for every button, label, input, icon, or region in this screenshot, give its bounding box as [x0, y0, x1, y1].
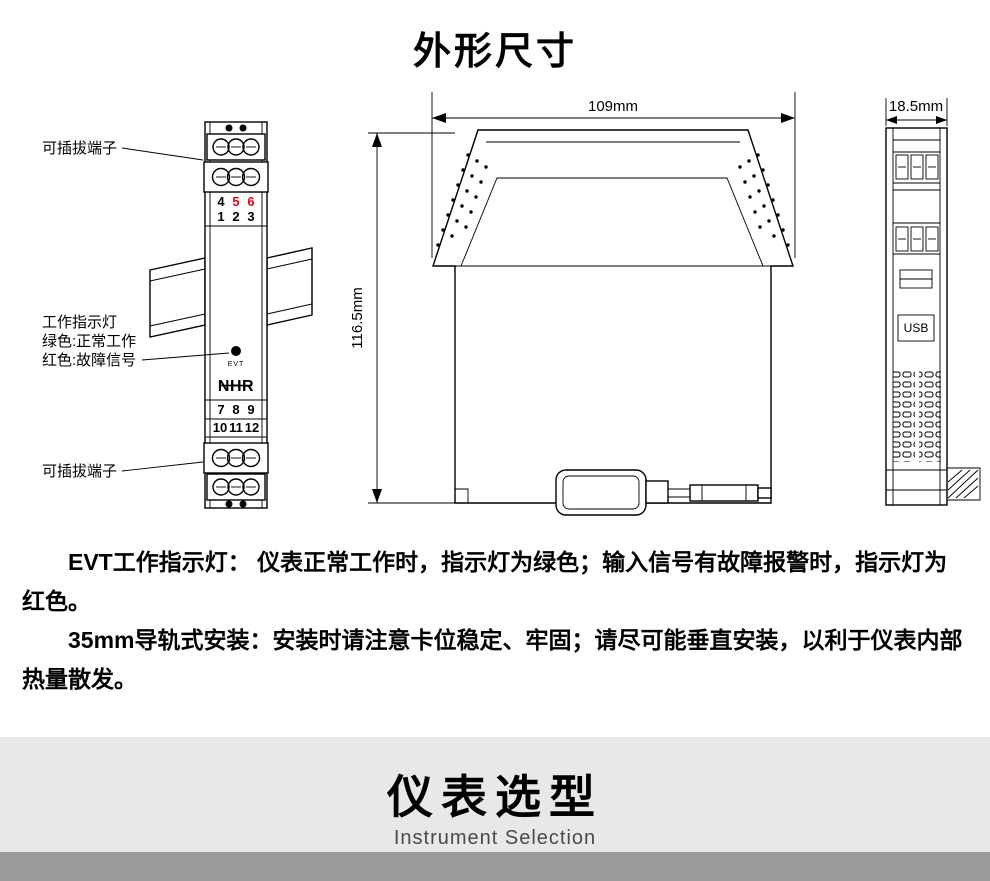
terminal-number: 7 [217, 402, 224, 417]
rail-cross-section [886, 467, 981, 501]
indicator-label-line2: 绿色:正常工作 [42, 333, 136, 350]
note-rail-mount: 35mm导轨式安装：安装时请注意卡位稳定、牢固；请尽可能垂直安装，以利于仪表内部… [22, 627, 963, 692]
depth-dimension: 18.5mm [885, 98, 948, 126]
terminal-number: 12 [245, 420, 259, 435]
usb-connector [555, 469, 772, 516]
bottom-screw-dots [225, 500, 247, 508]
note-evt-indicator: EVT工作指示灯： 仪表正常工作时，指示灯为绿色；输入信号有故障报警时，指示灯为… [22, 549, 948, 614]
depth-dim-text: 18.5mm [889, 98, 943, 115]
vent-dots-left [436, 153, 488, 247]
height-dim-text: 116.5mm [349, 287, 366, 348]
terminal-number: 4 [217, 194, 225, 209]
side-view: 109mm 116.5mm [349, 92, 796, 516]
evt-label: EVT [228, 361, 245, 368]
terminal-number: 3 [247, 209, 254, 224]
side-body-outline [432, 129, 794, 504]
pluggable-terminal-label-bottom: 可插拔端子 [42, 463, 117, 480]
terminal-number: 9 [247, 402, 254, 417]
brand-logo: NHR [218, 378, 254, 395]
brand-text: NHR [218, 378, 254, 395]
terminal-number: 6 [247, 194, 254, 209]
indicator-label-line1: 工作指示灯 [42, 314, 117, 331]
terminal-number: 5 [232, 194, 239, 209]
banner-bottom-strip [0, 852, 990, 881]
width-dim-text: 109mm [588, 98, 638, 115]
pluggable-terminal-label-top: 可插拔端子 [42, 140, 117, 157]
vent-slots [893, 370, 941, 462]
profile-terminals-top [893, 151, 940, 191]
width-dimension: 109mm [431, 92, 796, 258]
terminal-numbers-bottom: 7 8 9 10 11 12 [205, 399, 267, 438]
usb-label: USB [904, 321, 929, 335]
height-dimension: 116.5mm [349, 132, 455, 504]
indicator-label-line3: 红色:故障信号 [42, 351, 136, 369]
terminal-number: 11 [229, 420, 243, 435]
notes-block: EVT工作指示灯： 仪表正常工作时，指示灯为绿色；输入信号有故障报警时，指示灯为… [22, 543, 968, 699]
bottom-terminal-block [203, 442, 269, 501]
vent-dots-right [738, 153, 790, 247]
profile-view: 18.5mm [885, 98, 981, 506]
section-banner: 仪表选型 Instrument Selection [0, 737, 990, 852]
front-view: 4 5 6 1 2 3 EVT NHR 7 8 9 [42, 121, 313, 509]
top-terminal-block [203, 133, 269, 193]
terminal-number: 2 [232, 209, 239, 224]
dimension-diagram: 4 5 6 1 2 3 EVT NHR 7 8 9 [42, 92, 981, 516]
terminal-number: 1 [217, 209, 224, 224]
top-screw-dots [225, 124, 247, 132]
usb-port: USB [897, 314, 935, 342]
profile-body-outline [885, 127, 948, 506]
page-title: 外形尺寸 [412, 31, 577, 73]
terminal-number: 8 [232, 402, 239, 417]
front-view-callouts: 可插拔端子 工作指示灯 绿色:正常工作 红色:故障信号 可插拔端子 [42, 140, 230, 480]
terminal-number: 10 [213, 420, 227, 435]
status-led: EVT [228, 346, 245, 368]
profile-terminals-second [893, 222, 940, 255]
terminal-numbers-top: 4 5 6 1 2 3 [205, 194, 267, 227]
section-subtitle: Instrument Selection [393, 827, 597, 849]
section-title: 仪表选型 [387, 771, 603, 823]
